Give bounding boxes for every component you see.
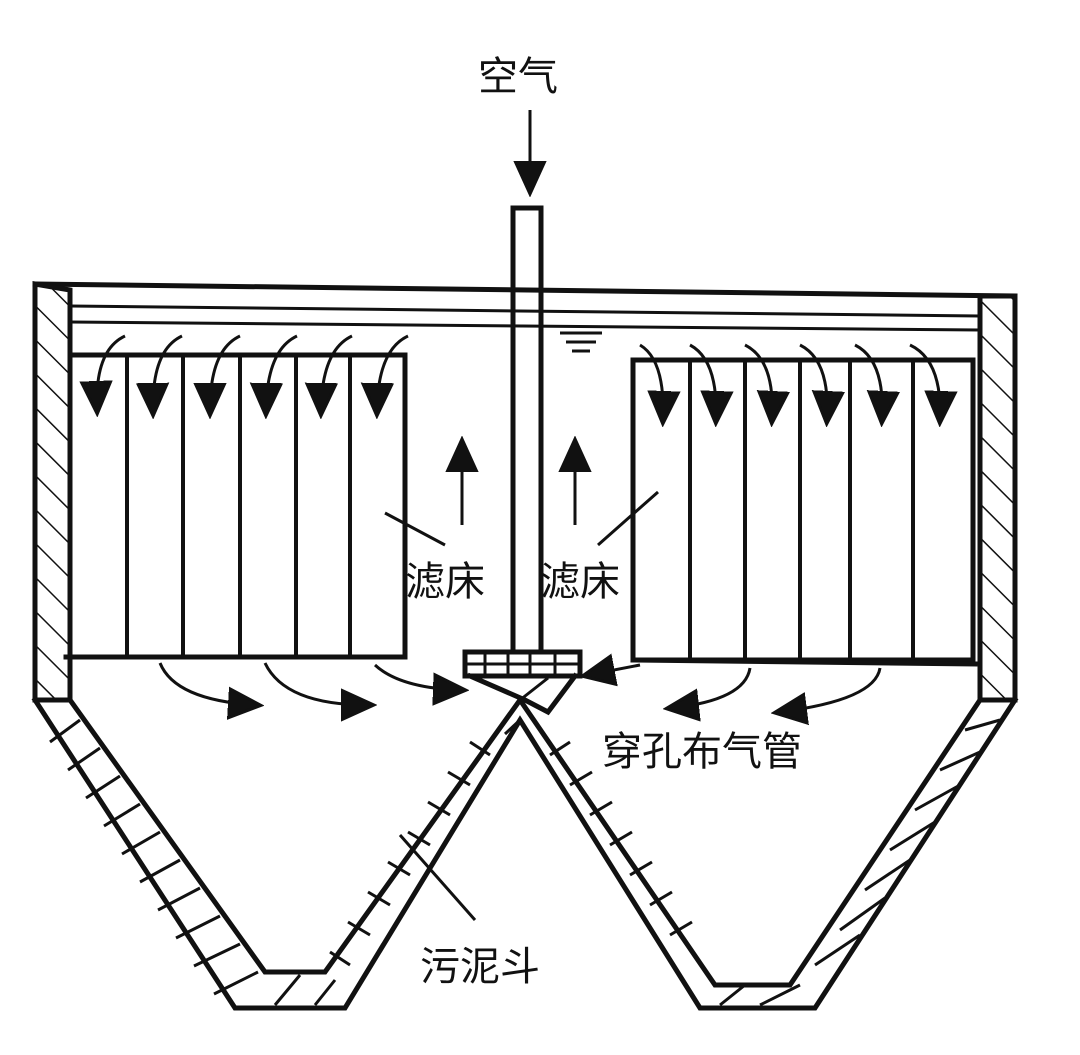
- perforated-pipe-label: 穿孔布气管: [602, 729, 802, 775]
- right-inflow-arrows: [639, 343, 940, 418]
- left-filter-bed: [63, 352, 408, 660]
- left-hopper-block-hatching: [49, 718, 259, 996]
- center-ridge-hatching: [329, 718, 693, 967]
- left-tank-wall: [32, 281, 73, 703]
- center-upflow-arrows: [462, 445, 575, 525]
- sludge-hopper-label: 污泥斗: [420, 944, 540, 990]
- left-inflow-arrows: [97, 334, 409, 410]
- perforated-aeration-pipe: [462, 649, 583, 716]
- right-hopper-hatching: [273, 718, 1001, 1007]
- filter-bed-left-label: 滤床: [405, 559, 485, 605]
- air-inlet-pipe: [510, 205, 544, 655]
- filter-bed-right-label: 滤床: [540, 559, 620, 605]
- tank-top-rim: [32, 281, 1018, 332]
- left-bottom-flow-arrows: [158, 662, 460, 705]
- right-bottom-flow-arrows: [588, 665, 882, 712]
- right-tank-wall: [977, 293, 1018, 703]
- sludge-hopper-walls: [31, 695, 1019, 1011]
- leader-lines: [384, 490, 659, 921]
- right-filter-bed: [630, 357, 978, 667]
- water-level-mark: [560, 331, 602, 353]
- air-label: 空气: [478, 54, 558, 100]
